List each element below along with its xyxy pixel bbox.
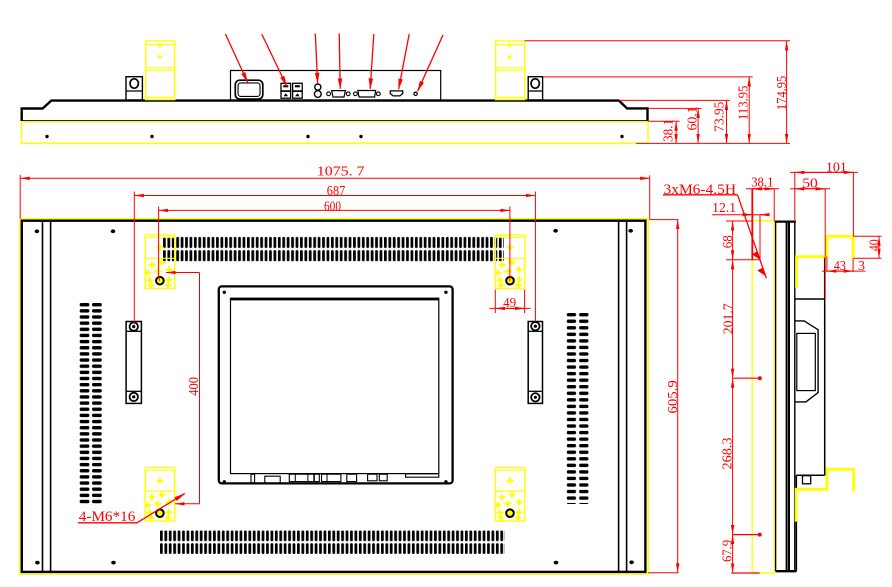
svg-text:4-M6*16: 4-M6*16 <box>79 509 136 525</box>
svg-text:38.1: 38.1 <box>751 176 773 191</box>
svg-text:49: 49 <box>503 296 516 311</box>
svg-text:605.9: 605.9 <box>666 380 681 413</box>
svg-text:67.9: 67.9 <box>720 540 735 562</box>
svg-text:73.95: 73.95 <box>713 102 728 132</box>
svg-text:3xM6-4.5H: 3xM6-4.5H <box>664 182 737 198</box>
svg-text:174.95: 174.95 <box>775 76 790 110</box>
svg-text:687: 687 <box>327 184 346 199</box>
svg-text:101: 101 <box>826 160 847 175</box>
svg-text:38.1: 38.1 <box>661 119 676 142</box>
svg-text:113.95: 113.95 <box>737 86 752 120</box>
svg-text:40: 40 <box>867 239 882 251</box>
svg-text:12.1: 12.1 <box>712 201 736 216</box>
svg-text:201.7: 201.7 <box>721 303 736 334</box>
svg-text:68: 68 <box>721 235 736 248</box>
svg-text:600: 600 <box>324 200 341 215</box>
svg-text:1075. 7: 1075. 7 <box>317 165 365 180</box>
svg-text:3: 3 <box>858 259 865 274</box>
svg-text:43: 43 <box>834 259 846 274</box>
svg-text:50: 50 <box>802 177 818 192</box>
svg-text:60.1: 60.1 <box>686 107 701 131</box>
svg-text:400: 400 <box>187 377 202 396</box>
svg-text:268.3: 268.3 <box>720 438 735 470</box>
